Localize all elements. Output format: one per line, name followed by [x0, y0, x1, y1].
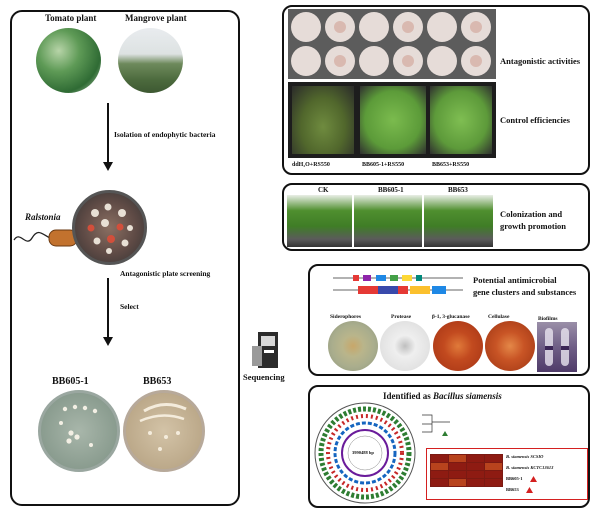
identification-title-species: Bacillus siamensis [433, 391, 502, 401]
tomato-plant-label: Tomato plant [45, 13, 97, 23]
select-arrow [107, 278, 109, 338]
colonization-divider-1 [352, 195, 354, 247]
similarity-heatmap-box [426, 448, 588, 500]
biofilm-tubes-photo [537, 322, 577, 372]
tray-bb653-plants [430, 86, 492, 154]
ralstonia-cell-icon [13, 229, 78, 247]
genome-size-label: 3990488 bp [352, 450, 374, 455]
glucanase-assay-plate [433, 321, 483, 371]
cellulase-assay-plate [485, 321, 535, 371]
colonization-bb653-label: BB653 [448, 186, 468, 194]
phylogenetic-tree [422, 414, 450, 436]
assay-label-cellulase: Cellulase [488, 314, 510, 320]
heatmap-row-siamensis-kctc: B. siamensis KCTC13613 [506, 465, 554, 470]
heatmap-row-bb605-1: BB605-1 [506, 476, 523, 481]
identification-title-prefix: Identified as [383, 391, 434, 401]
tray-ddh2o-plants [292, 86, 354, 154]
protease-assay-plate [380, 321, 430, 371]
tray-bb605-1-plants [360, 86, 426, 154]
heatmap-row-siamensis-scsio: B. siamensis SCSIO [506, 454, 544, 459]
select-arrow-head [103, 337, 113, 346]
screening-step-label: Antagonistic plate screening [120, 269, 211, 278]
siderophore-assay-plate [328, 321, 378, 371]
colonization-bb605-1-label: BB605-1 [378, 186, 404, 194]
antagonistic-activities-label: Antagonistic activities [500, 56, 581, 66]
isolation-arrow-head [103, 162, 113, 171]
assay-label-siderophores: Siderophores [330, 314, 361, 320]
biofilm-tubes [545, 328, 569, 366]
similarity-heatmap [430, 454, 503, 487]
colonization-plants-photo [287, 195, 493, 247]
select-step-label: Select [120, 302, 139, 311]
assay-label-protease: Protease [391, 314, 412, 320]
isolation-arrow [107, 103, 109, 163]
antagonistic-plates-grid [288, 9, 496, 79]
bb605-1-colonies [59, 404, 98, 447]
sequencer-machine-icon [252, 332, 278, 368]
tray-label-bb653: BB653+RS550 [432, 162, 470, 168]
colonization-title-line2: growth promotion [500, 221, 567, 231]
control-efficiencies-label: Control efficiencies [500, 115, 570, 125]
assay-label-biofilms: Biofilms [538, 316, 558, 322]
isolation-step-label: Isolation of endophytic bacteria [114, 130, 216, 139]
ralstonia-label: Ralstonia [25, 212, 61, 222]
tray-label-bb605-1: BB605-1+RS550 [362, 162, 405, 168]
antagonistic-plates [291, 12, 491, 76]
bb605-1-marker-icon [530, 476, 537, 482]
heatmap-row-bb653: BB653 [506, 487, 519, 492]
identification-title: Identified as Bacillus siamensis [383, 391, 502, 401]
antimicrobial-title-line2: gene clusters and substances [473, 287, 577, 297]
tomato-plant-photo [36, 28, 101, 93]
mangrove-plant-photo [118, 28, 183, 93]
bb605-1-culture-plate [38, 390, 120, 472]
gene-cluster-map [333, 275, 463, 294]
strain-bb653-label: BB653 [143, 376, 172, 387]
antimicrobial-title-line1: Potential antimicrobial [473, 275, 557, 285]
mangrove-plant-label: Mangrove plant [125, 13, 187, 23]
colonization-ck-label: CK [318, 186, 329, 194]
bb653-colonies [139, 403, 187, 451]
colonization-title-line1: Colonization and [500, 209, 563, 219]
sequencing-label: Sequencing [243, 372, 285, 382]
tray-label-ddh2o: ddH₂O+RS550 [292, 162, 330, 168]
circular-genome-map [314, 402, 416, 504]
colonization-divider-2 [422, 195, 424, 247]
assay-label-glucanase: β-1, 3-glucanase [432, 314, 470, 320]
bb653-marker-icon [526, 487, 533, 493]
screening-plate-colonies [87, 203, 133, 254]
strain-bb605-1-label: BB605-1 [52, 376, 89, 387]
